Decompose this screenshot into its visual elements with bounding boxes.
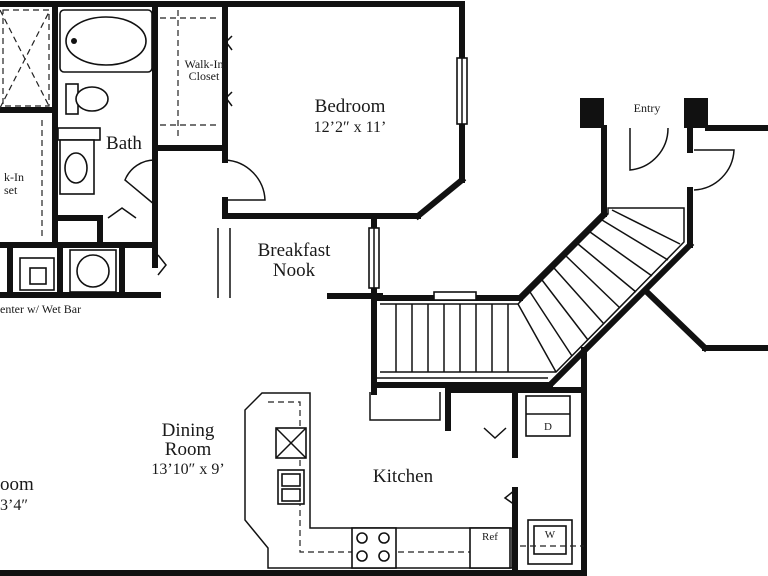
dining-room-label-2: Room bbox=[165, 439, 212, 460]
living-room-dims: 3’4″ bbox=[0, 497, 28, 514]
bedroom-dims: 12’2″ x 11’ bbox=[314, 119, 387, 136]
kitchen-fixtures bbox=[244, 392, 584, 569]
bath-label: Bath bbox=[106, 133, 142, 154]
dining-room-label: Dining bbox=[162, 420, 215, 441]
closet-shelves bbox=[0, 9, 220, 238]
living-room-label: oom bbox=[0, 474, 34, 495]
walk-in-closet-left-label: k-In bbox=[4, 170, 24, 184]
walk-in-closet-label: Walk-In bbox=[184, 57, 223, 71]
dining-room-dims: 13’10″ x 9’ bbox=[151, 461, 224, 478]
entertainment-center-label: enter w/ Wet Bar bbox=[0, 302, 81, 316]
windows bbox=[368, 57, 477, 301]
room-labels: Walk-In Closet Bedroom 12’2″ x 11’ Bath … bbox=[0, 57, 660, 543]
bedroom-label: Bedroom bbox=[315, 96, 386, 117]
refrigerator-label: Ref bbox=[482, 531, 498, 543]
bath-fixtures bbox=[19, 9, 153, 293]
dryer-label: D bbox=[544, 421, 552, 433]
breakfast-nook-label-2: Nook bbox=[273, 260, 316, 281]
entry-label: Entry bbox=[634, 101, 661, 115]
doors bbox=[124, 35, 735, 506]
stairs bbox=[376, 207, 685, 379]
washer-label: W bbox=[545, 529, 556, 541]
walk-in-closet-label-2: Closet bbox=[189, 69, 220, 83]
breakfast-nook-label: Breakfast bbox=[258, 240, 332, 261]
kitchen-label: Kitchen bbox=[373, 466, 434, 487]
walk-in-closet-left-label-2: set bbox=[4, 183, 18, 197]
